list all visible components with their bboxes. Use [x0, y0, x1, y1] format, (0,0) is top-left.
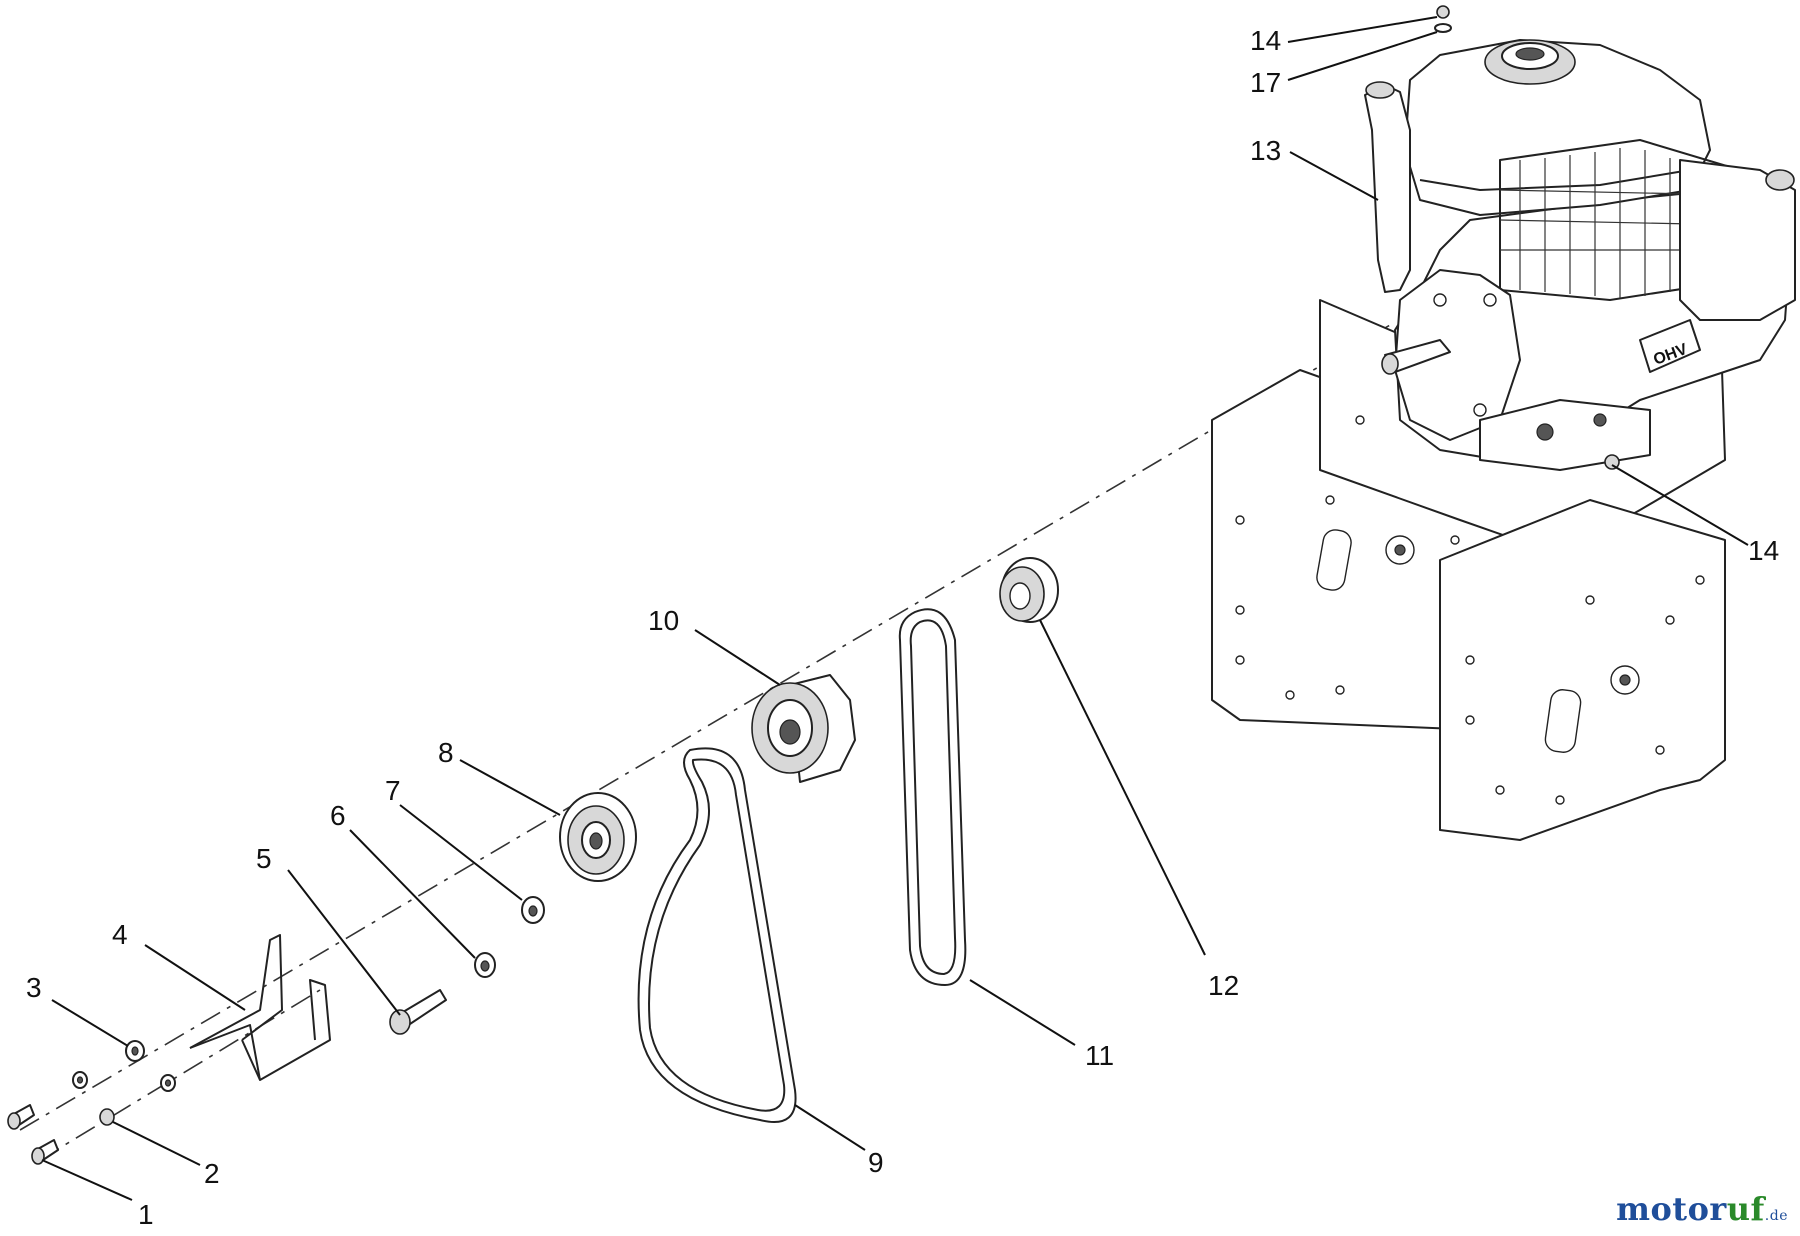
- assembly-axis: [19, 324, 1391, 1161]
- callout-10: 10: [648, 605, 679, 636]
- callout-5: 5: [256, 843, 272, 874]
- watermark-brand-a: motor: [1616, 1190, 1727, 1228]
- callout-6: 6: [330, 800, 346, 831]
- callout-12: 12: [1208, 970, 1239, 1001]
- watermark-brand-b: uf: [1726, 1190, 1765, 1228]
- watermark-suffix: .de: [1764, 1208, 1788, 1224]
- washer-7: [521, 896, 545, 924]
- watermark-logo: motoruf.de: [1616, 1190, 1788, 1228]
- callout-9: 9: [868, 1147, 884, 1178]
- callout-14-right: 14: [1748, 535, 1779, 566]
- belt-guide-4: [189, 934, 331, 1081]
- pulley-10: [751, 674, 856, 783]
- engine-assembly: OHV: [1364, 5, 1796, 471]
- callout-2: 2: [204, 1158, 220, 1189]
- callout-13: 13: [1250, 135, 1281, 166]
- callout-7: 7: [385, 775, 401, 806]
- belt-9: [637, 747, 797, 1123]
- callout-labels: 14 17 13 14 10 8 7 6 5 4 3 2 1 9 11 12: [26, 25, 1779, 1230]
- callout-14-top: 14: [1250, 25, 1281, 56]
- callout-4: 4: [112, 919, 128, 950]
- callout-17: 17: [1250, 67, 1281, 98]
- callout-11: 11: [1085, 1040, 1114, 1071]
- hardware-small: [7, 1040, 176, 1165]
- pulley-12: [999, 557, 1059, 623]
- washer-6: [474, 952, 496, 978]
- pulley-8: [559, 792, 637, 882]
- callout-8: 8: [438, 737, 454, 768]
- callout-1: 1: [138, 1199, 154, 1230]
- callout-3: 3: [26, 972, 42, 1003]
- shoulder-bolt-5: [389, 989, 447, 1035]
- belt-11: [898, 608, 967, 986]
- leader-lines: [41, 16, 1749, 1201]
